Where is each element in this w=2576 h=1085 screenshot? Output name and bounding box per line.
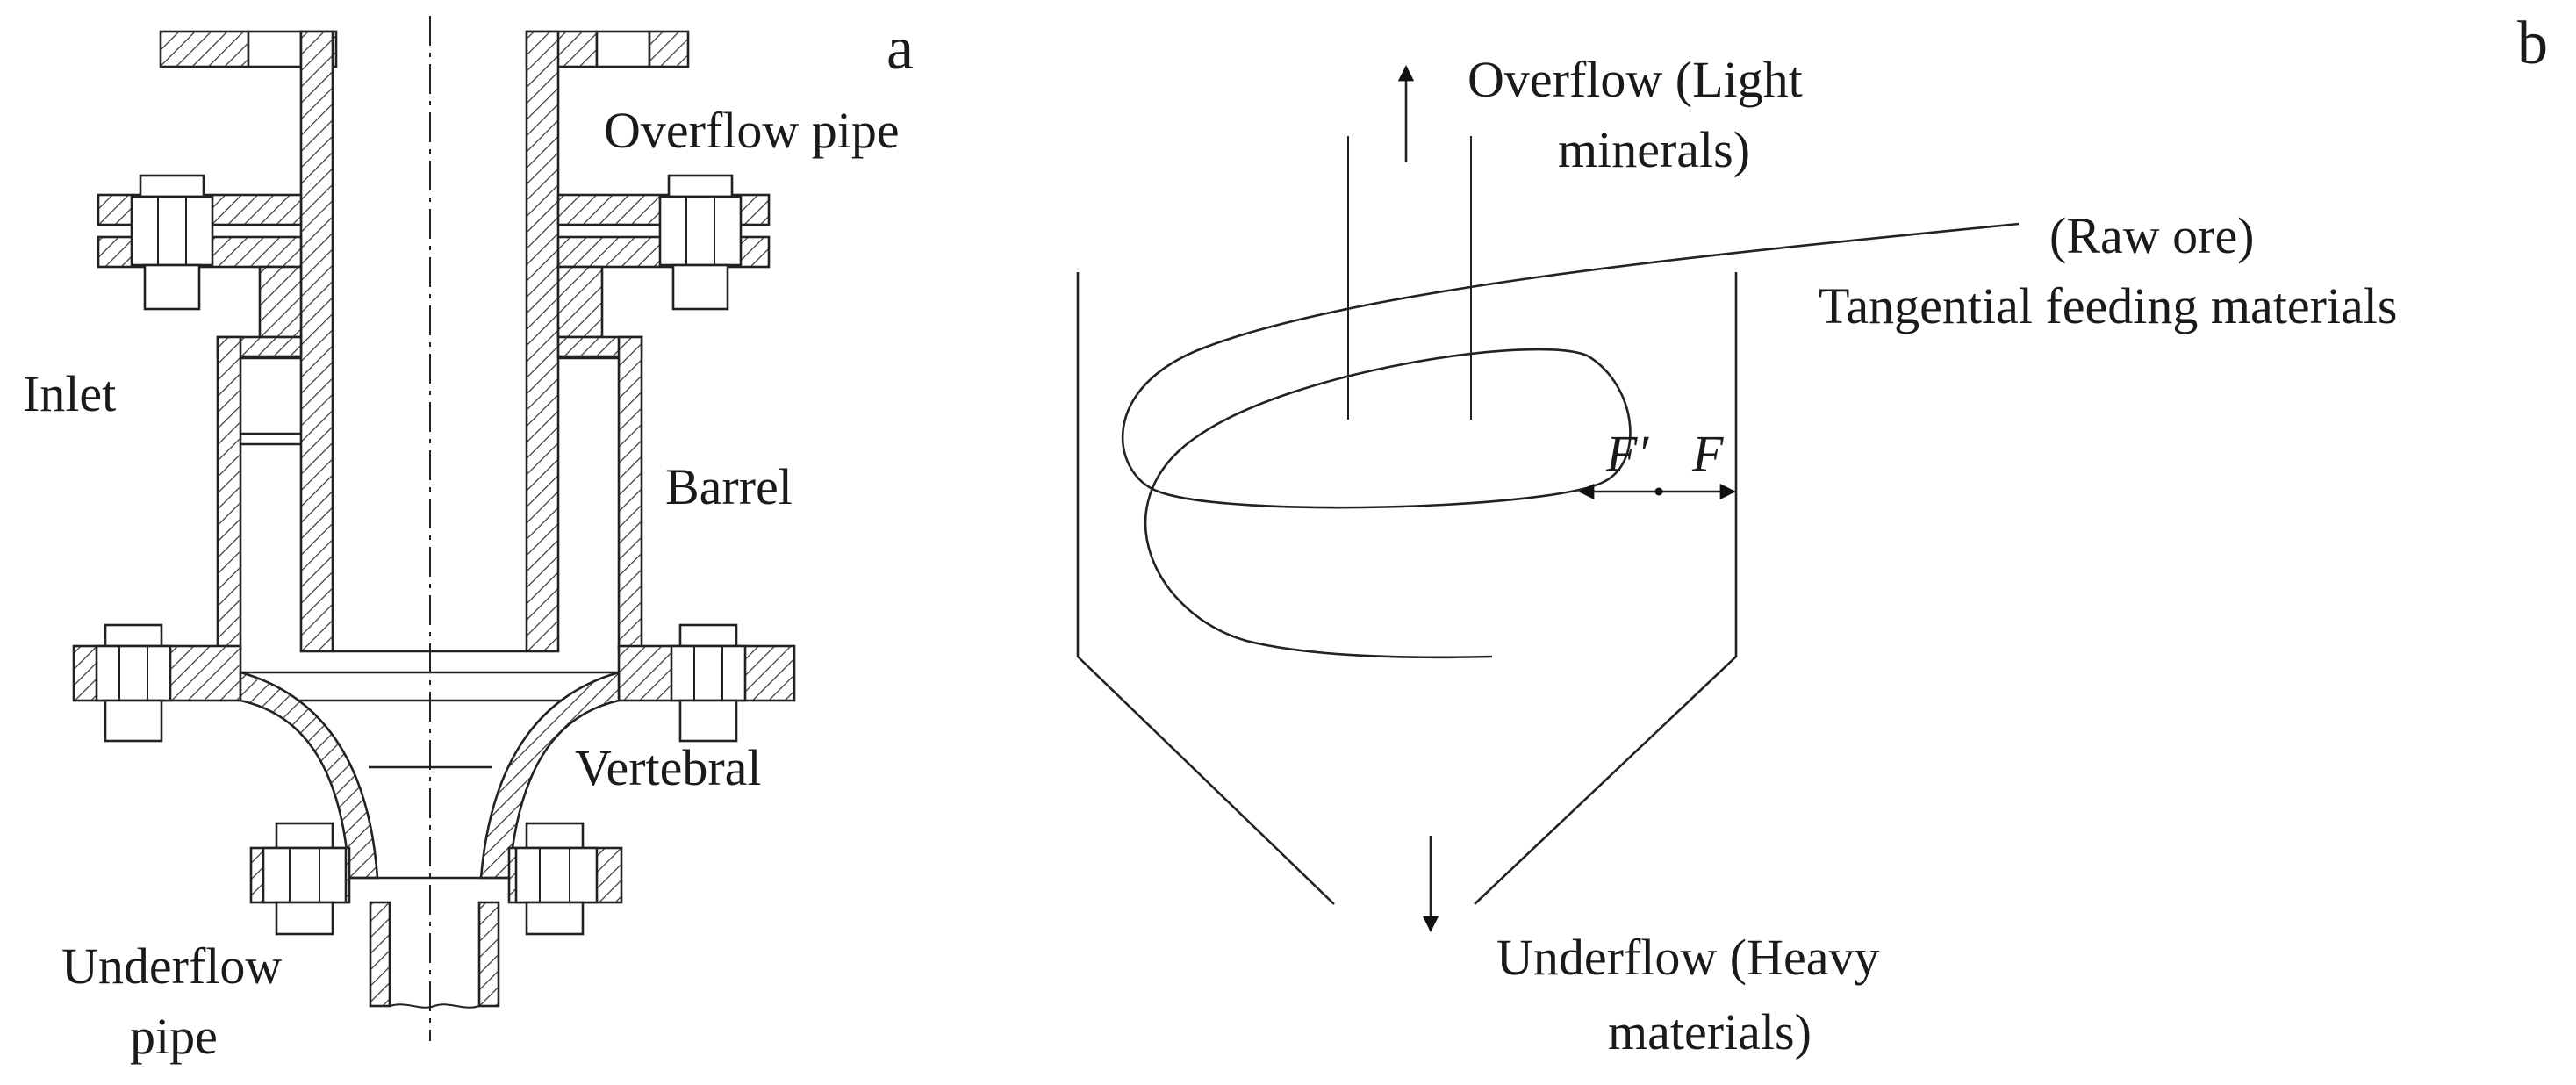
underflow-bolt-right [514, 822, 599, 936]
cyclone-outline [1076, 272, 1738, 905]
underflow-label-line2: materials) [1608, 1003, 1812, 1060]
panel-a-drawing [72, 16, 796, 1041]
panel-b-labels: b Overflow (Light minerals) (Raw ore) Ta… [1467, 10, 2548, 1060]
top-flange [159, 30, 690, 68]
overflow-pipe [299, 30, 560, 653]
inlet-label: Inlet [23, 365, 116, 422]
overflow-label-line1: Overflow (Light [1467, 51, 1803, 108]
underflow-pipe-label-line2: pipe [130, 1008, 218, 1065]
panel-b-label: b [2517, 10, 2548, 77]
collar-bolt-left [130, 174, 214, 311]
feed-stream [1121, 222, 2020, 659]
underflow-label-line1: Underflow (Heavy [1496, 929, 1879, 986]
overflow-label-line2: minerals) [1558, 121, 1750, 178]
flange-bolt-right [670, 623, 747, 743]
panel-a-labels: a Overflow pipe Inlet Barrel Vertebral U… [23, 15, 914, 1065]
feed-label: Tangential feeding materials [1819, 277, 2397, 334]
underflow-bolt-left [262, 822, 348, 936]
panel-a-label: a [886, 15, 914, 83]
force-origin-dot [1654, 487, 1663, 496]
force-outward-label: F [1691, 425, 1724, 482]
underflow-pipe [369, 901, 500, 1009]
raw-ore-label: (Raw ore) [2049, 207, 2255, 264]
barrel [216, 335, 643, 650]
barrel-label: Barrel [665, 458, 793, 515]
flange-bolt-left [95, 623, 172, 743]
force-inward-label: F′ [1605, 425, 1649, 482]
collar-bolt-right [658, 174, 743, 311]
overflow-pipe-label: Overflow pipe [604, 102, 900, 159]
vertebral-label: Vertebral [575, 739, 762, 796]
underflow-pipe-label-line1: Underflow [61, 938, 282, 995]
panel-b-drawing [1076, 65, 2020, 932]
